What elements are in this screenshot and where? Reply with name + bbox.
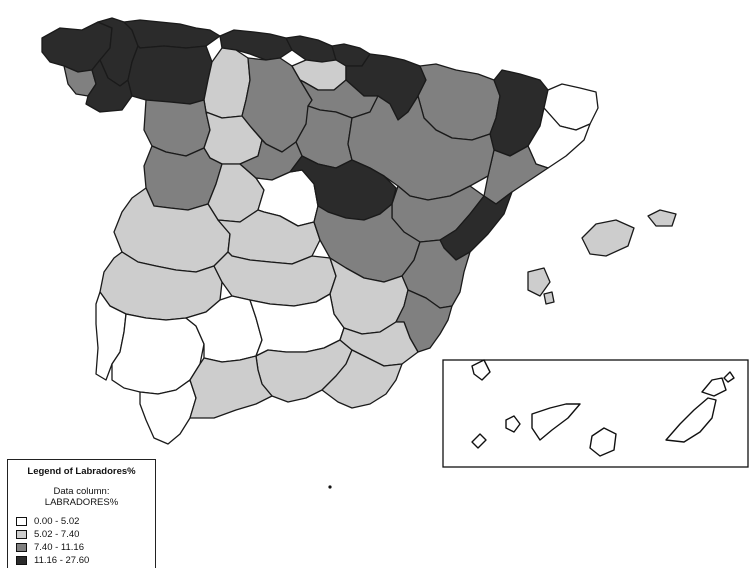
legend-label: 0.00 - 5.02 bbox=[34, 516, 80, 527]
province-ourense bbox=[85, 59, 133, 113]
legend-data-column: Data column: LABRADORES% bbox=[44, 486, 119, 508]
province-almeria bbox=[321, 349, 403, 409]
legend-class-1: 0.00 - 5.02 bbox=[16, 516, 147, 527]
legend-class-3: 7.40 - 11.16 bbox=[16, 542, 147, 553]
legend-swatch bbox=[16, 543, 27, 552]
legend-class-2: 5.02 - 7.40 bbox=[16, 529, 147, 540]
province-asturias bbox=[123, 19, 221, 49]
legend-title: Legend of Labradores% bbox=[27, 466, 136, 477]
ceuta-dot bbox=[328, 485, 332, 489]
legend-swatch bbox=[16, 517, 27, 526]
province-barcelona bbox=[527, 107, 591, 169]
map-legend: Legend of Labradores% Data column: LABRA… bbox=[7, 459, 156, 568]
legend-swatch bbox=[16, 556, 27, 565]
legend-label: 5.02 - 7.40 bbox=[34, 529, 80, 540]
canary-island-outline-1 bbox=[471, 433, 487, 449]
legend-class-4: 11.16 - 27.60 bbox=[16, 555, 147, 566]
legend-label: 11.16 - 27.60 bbox=[34, 555, 90, 566]
legend-label: 7.40 - 11.16 bbox=[34, 542, 85, 553]
legend-swatch bbox=[16, 530, 27, 539]
canary-island-outline-6 bbox=[701, 377, 727, 397]
canary-island-outline-3 bbox=[531, 403, 581, 441]
canary-island-outline-7 bbox=[723, 371, 735, 383]
province-leon bbox=[127, 45, 213, 105]
canary-island-outline-2 bbox=[505, 415, 521, 433]
island-balearic-islands-2 bbox=[647, 209, 677, 227]
canary-island-outline-4 bbox=[589, 427, 617, 457]
province-tarragona bbox=[483, 145, 549, 205]
canary-island-outline-5 bbox=[665, 397, 717, 443]
canary-island-outline-8 bbox=[471, 359, 491, 381]
island-balearic-islands-3 bbox=[527, 267, 551, 297]
province-cadiz bbox=[139, 379, 197, 445]
province-bizkaia bbox=[285, 35, 337, 63]
province-malaga bbox=[189, 355, 273, 419]
island-balearic-islands-4 bbox=[543, 291, 555, 305]
province-huelva bbox=[95, 291, 127, 381]
island-balearic-islands-1 bbox=[581, 219, 635, 257]
